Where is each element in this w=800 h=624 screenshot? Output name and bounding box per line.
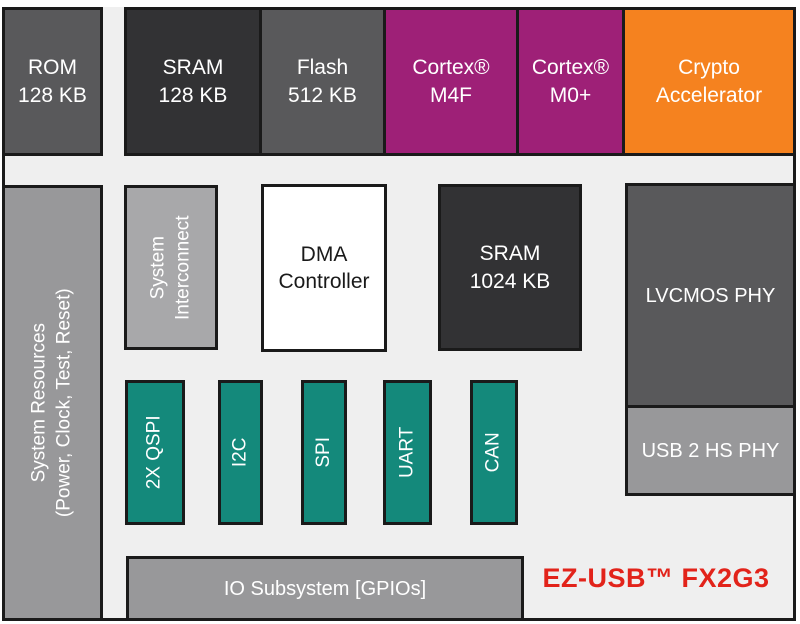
block-dma-controller-label: DMA Controller — [278, 242, 370, 293]
block-sram-1024kb: SRAM 1024 KB — [438, 184, 582, 351]
block-sram-128kb-label: SRAM 128 KB — [158, 56, 228, 107]
block-usb2-hs-phy-label: USB 2 HS PHY — [641, 439, 780, 462]
block-rom: ROM 128 KB — [2, 7, 103, 156]
block-dma-controller: DMA Controller — [261, 184, 387, 352]
block-rom-label: ROM 128 KB — [18, 56, 87, 107]
block-i2c-label: I2C — [229, 437, 251, 468]
block-crypto-accelerator-label: Crypto Accelerator — [655, 56, 763, 107]
block-lvcmos-phy: LVCMOS PHY — [625, 183, 796, 408]
block-system-resources: System Resources (Power, Clock, Test, Re… — [2, 185, 103, 621]
block-system-resources-label: System Resources (Power, Clock, Test, Re… — [28, 288, 75, 518]
block-crypto-accelerator: Crypto Accelerator — [622, 7, 796, 156]
block-sram-1024kb-label: SRAM 1024 KB — [469, 242, 551, 293]
block-cortex-m0plus: Cortex® M0+ — [516, 7, 625, 156]
block-usb2-hs-phy: USB 2 HS PHY — [625, 405, 796, 496]
block-uart: UART — [383, 380, 432, 525]
block-can-label: CAN — [482, 432, 504, 473]
block-io-subsystem: IO Subsystem [GPIOs] — [126, 556, 524, 621]
block-cortex-m0plus-label: Cortex® M0+ — [531, 56, 610, 107]
block-io-subsystem-label: IO Subsystem [GPIOs] — [223, 577, 427, 600]
block-lvcmos-phy-label: LVCMOS PHY — [645, 284, 776, 307]
block-spi: SPI — [301, 380, 347, 525]
block-qspi: 2X QSPI — [125, 380, 185, 525]
block-flash-label: Flash 512 KB — [288, 56, 357, 107]
block-uart-label: UART — [396, 426, 418, 479]
block-system-interconnect-label: System Interconnect — [147, 215, 194, 320]
block-cortex-m4f: Cortex® M4F — [383, 7, 519, 156]
block-flash: Flash 512 KB — [259, 7, 386, 156]
block-sram-128kb: SRAM 128 KB — [124, 7, 262, 156]
block-qspi-label: 2X QSPI — [143, 415, 165, 490]
block-i2c: I2C — [218, 380, 263, 525]
block-can: CAN — [470, 380, 518, 525]
block-spi-label: SPI — [312, 437, 334, 468]
block-cortex-m4f-label: Cortex® M4F — [412, 56, 490, 107]
product-name-label: EZ-USB™ FX2G3 — [542, 562, 770, 593]
block-system-interconnect: System Interconnect — [124, 185, 218, 350]
